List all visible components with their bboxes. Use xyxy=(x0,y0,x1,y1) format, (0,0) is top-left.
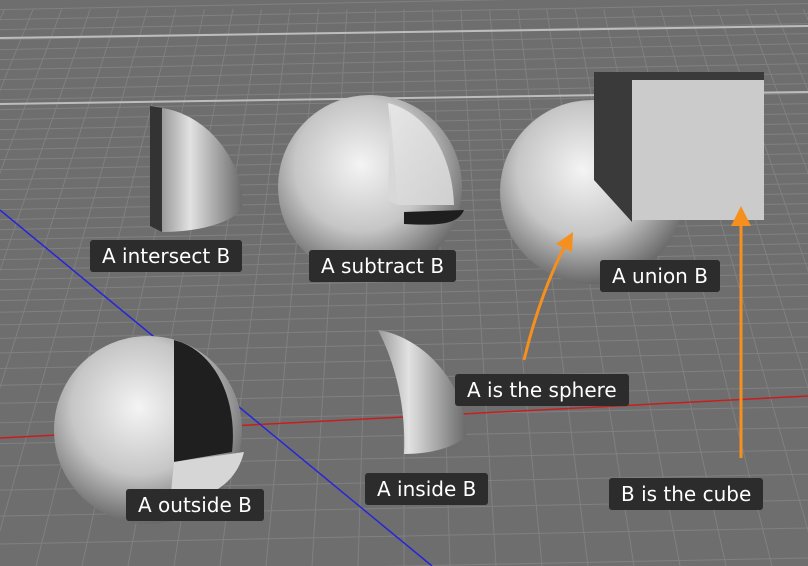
outside-shape xyxy=(54,336,244,524)
union-shape xyxy=(500,72,764,284)
label-sphere-note: A is the sphere xyxy=(455,374,629,406)
grid-line xyxy=(745,8,808,175)
label-outside: A outside B xyxy=(126,489,264,521)
sphere-arrow xyxy=(522,232,573,361)
grid-line xyxy=(378,557,808,566)
grid-line xyxy=(0,8,34,92)
grid-line xyxy=(489,8,543,566)
grid-line xyxy=(0,308,808,326)
grid-line xyxy=(0,3,808,21)
label-intersect: A intersect B xyxy=(90,240,243,272)
grid-line xyxy=(0,8,91,273)
label-cube-note: B is the cube xyxy=(609,478,764,510)
grid-line xyxy=(546,8,635,566)
cube-arrow xyxy=(731,206,751,458)
grid-line xyxy=(0,527,808,545)
subtract-shape xyxy=(278,95,464,279)
grid-line xyxy=(0,0,512,11)
grid-line xyxy=(0,13,808,31)
label-union: A union B xyxy=(600,260,720,292)
intersect-shape xyxy=(150,106,243,232)
label-inside: A inside B xyxy=(365,473,489,505)
grid-line xyxy=(265,8,319,566)
major-grid-line xyxy=(0,25,808,39)
grid-line xyxy=(0,8,6,21)
inside-shape xyxy=(378,330,466,454)
grid-line xyxy=(517,8,589,566)
grid-line xyxy=(0,295,808,313)
grid-line xyxy=(0,63,808,81)
grid-line xyxy=(0,8,63,175)
grid-line xyxy=(219,8,291,566)
grid-line xyxy=(0,53,808,71)
grid-line xyxy=(0,321,808,339)
grid-line xyxy=(460,8,497,566)
label-subtract: A subtract B xyxy=(309,250,457,282)
grid-line xyxy=(0,33,808,51)
grid-line xyxy=(0,43,808,61)
